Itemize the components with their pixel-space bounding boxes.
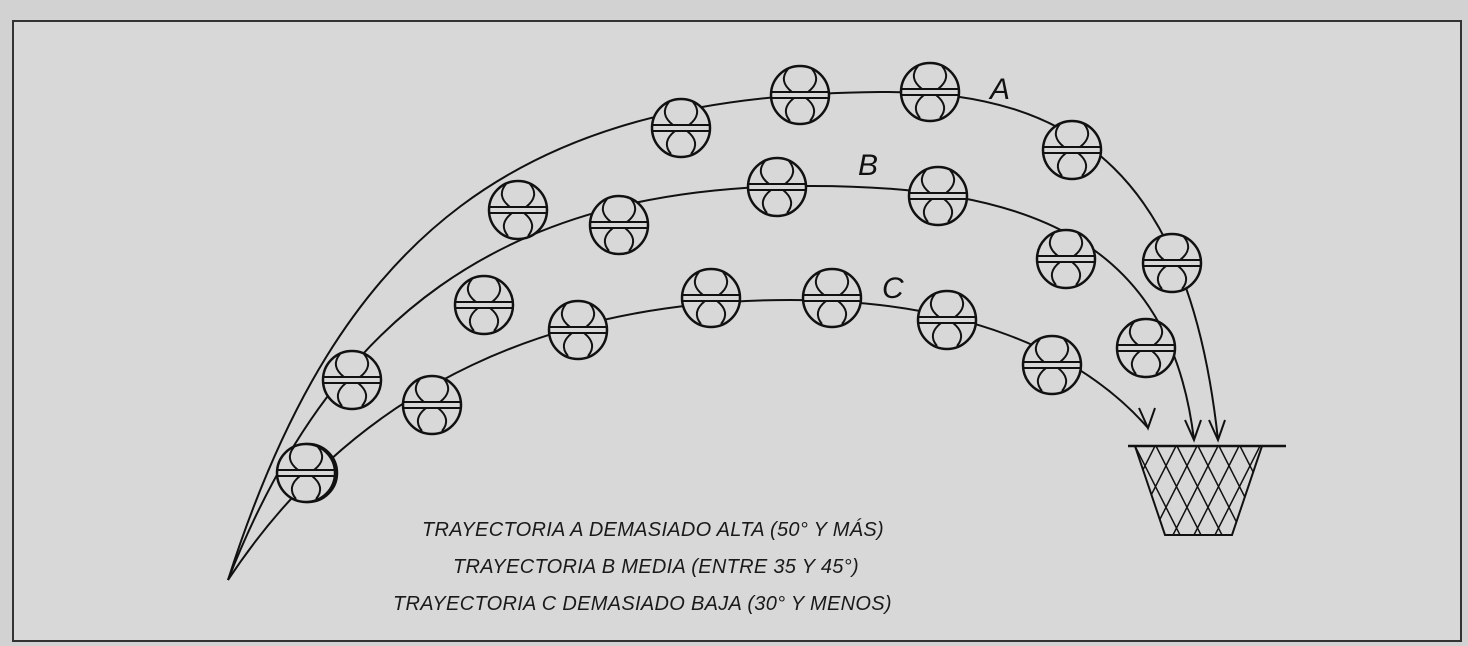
- basketball-a-6: [1041, 119, 1103, 181]
- basketball-c-5: [916, 289, 978, 351]
- trajectory-label-c: C: [882, 272, 904, 305]
- basketball-b-4: [746, 156, 808, 218]
- basketball-b-3: [588, 194, 650, 256]
- basketball-a-2: [487, 179, 549, 241]
- basketball-b-2: [453, 274, 515, 336]
- basketball-c-1: [401, 374, 463, 436]
- basketball-hoop: [1128, 444, 1286, 536]
- basketball-c-2: [547, 299, 609, 361]
- diagram-frame: [12, 20, 1462, 642]
- caption-trajectory-c: TRAYECTORIA C DEMASIADO BAJA (30° Y MENO…: [393, 593, 892, 615]
- trajectory-c-arrowhead: [1138, 407, 1156, 431]
- basketball-b-7: [1115, 317, 1177, 379]
- caption-trajectory-b: TRAYECTORIA B MEDIA (ENTRE 35 Y 45°): [453, 556, 859, 578]
- trajectory-a-arrowhead: [1208, 419, 1226, 443]
- basketball-a-1: [321, 349, 383, 411]
- hoop-net-outline: [1134, 445, 1263, 536]
- hoop-net-mesh: [1135, 446, 1262, 535]
- basketball-b-5: [907, 165, 969, 227]
- basketball-b-1: [275, 442, 337, 504]
- trajectory-label-a: A: [988, 73, 1010, 106]
- basketball-a-5: [899, 61, 961, 123]
- basketball-c-6: [1021, 334, 1083, 396]
- basketball-a-7: [1141, 232, 1203, 294]
- basketball-c-4: [801, 267, 863, 329]
- basketballs: [275, 61, 1203, 504]
- basketball-a-3: [650, 97, 712, 159]
- basketball-b-6: [1035, 228, 1097, 290]
- basketball-a-4: [769, 64, 831, 126]
- trajectory-b-arrowhead: [1184, 419, 1202, 443]
- caption-trajectory-a: TRAYECTORIA A DEMASIADO ALTA (50° Y MÁS): [422, 519, 884, 541]
- basketball-c-3: [680, 267, 742, 329]
- trajectory-label-b: B: [858, 149, 878, 182]
